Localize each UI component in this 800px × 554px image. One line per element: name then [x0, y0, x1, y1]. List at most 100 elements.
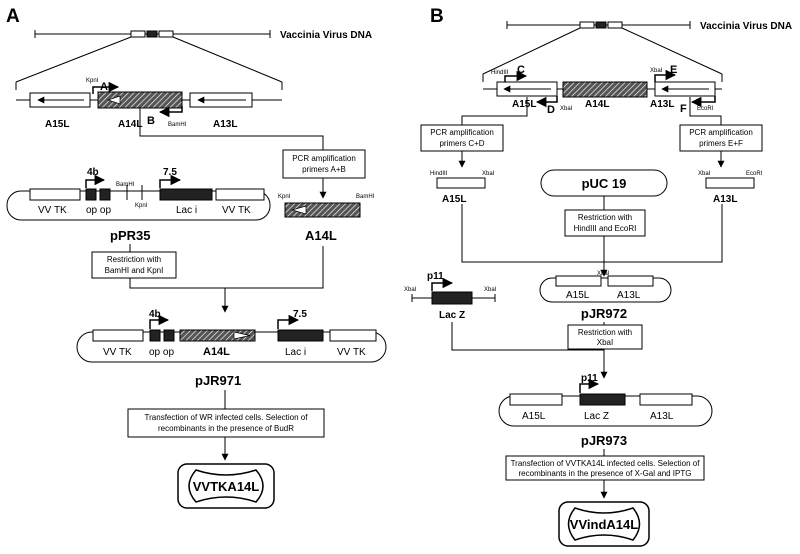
a14l-insert-fragment	[284, 202, 361, 218]
primer-a-label: A	[100, 81, 108, 93]
site-ecori-b: EcoRI	[697, 106, 714, 112]
pcr-box-left-b: PCR amplification primers C+D	[420, 124, 504, 152]
site-xbai-b-right: XbaI	[650, 68, 663, 74]
restriction-box-a-line2: BamHI and KpnI	[105, 266, 164, 275]
restriction1-box-b-line1: Restriction with	[578, 213, 632, 222]
pjr972-xbai: XbaI	[597, 271, 610, 277]
insert-kpni-site: KpnI	[278, 194, 291, 200]
lacz-label: Lac Z	[439, 310, 465, 321]
site-hindiii-b: HindIII	[491, 70, 509, 76]
pjr971-vvtk-left: VV TK	[103, 347, 132, 358]
fragment-a15l-label: A15L	[442, 194, 466, 205]
panel-b-label: B	[430, 6, 444, 27]
pjr972-name: pJR972	[581, 306, 627, 321]
site-bamhi-a: BamHI	[168, 122, 187, 128]
pjr972-a15l: A15L	[566, 290, 590, 301]
primer-c-label: C	[517, 64, 525, 76]
frag-left-xbai: XbaI	[482, 171, 495, 177]
pjr972-a13l: A13L	[617, 290, 641, 301]
restriction2-box-b: Restriction with XbaI	[567, 324, 643, 350]
pcr-box-a-line1: PCR amplification	[292, 154, 356, 163]
gene-a14l-b	[562, 81, 648, 98]
panel-a-label: A	[6, 6, 20, 27]
plasmid-pjr973	[498, 378, 713, 427]
vaccinia-dna-label-b: Vaccinia Virus DNA	[700, 21, 792, 32]
primer-e-label: E	[670, 64, 677, 76]
zoom-line-left-b	[482, 27, 581, 75]
lacz-p11: p11	[427, 271, 444, 282]
pcr-box-right-b: PCR amplification primers E+F	[679, 124, 763, 152]
transfection-box-b-line2: recombinants in the presence of X-Gal an…	[519, 469, 692, 478]
pjr971-laci: Lac i	[285, 347, 306, 358]
connector-to-pcr-left-b	[461, 97, 528, 125]
result-virus-a	[177, 463, 275, 509]
primer-b-label: B	[147, 115, 155, 127]
pjr971-a14l: A14L	[203, 346, 230, 358]
pjr971-promoter-4b: 4b	[149, 309, 161, 320]
connector-merge-a	[129, 246, 324, 289]
site-kpni-a: KpnI	[86, 78, 99, 84]
pcr-box-right-b-line2: primers E+F	[699, 139, 743, 148]
promoter-4b-arrow	[85, 174, 106, 188]
lacz-xbai-left: XbaI	[404, 287, 417, 293]
pjr971-promoter-75-arrow	[277, 314, 300, 329]
plasmid-pjr972	[539, 275, 672, 303]
insert-a14l-label: A14L	[305, 228, 337, 243]
site-xbai-b-left: XbaI	[560, 106, 573, 112]
frag-left-hindiii: HindIII	[430, 171, 448, 177]
frag-right-xbai: XbaI	[698, 171, 711, 177]
result-virus-a-label: VVTKA14L	[193, 479, 260, 494]
connector-merge-b	[461, 204, 723, 263]
pjr973-p11-arrow	[579, 378, 600, 393]
restriction-box-a: Restriction with BamHI and KpnI	[91, 251, 177, 279]
ppr35-vvtk-left: VV TK	[38, 205, 67, 216]
pcr-box-a-line2: primers A+B	[302, 165, 346, 174]
transfection-box-b-line1: Transfection of VVTKA14L infected cells.…	[511, 459, 701, 468]
ppr35-promoter-4b: 4b	[87, 167, 99, 178]
restriction1-box-b-line2: HindIII and EcoRI	[574, 224, 637, 233]
gene-a13l-label-b: A13L	[650, 99, 674, 110]
plasmid-pjr971	[76, 314, 387, 363]
pjr971-name: pJR971	[195, 373, 241, 388]
pjr971-promoter-4b-arrow	[149, 314, 170, 329]
connector-lacz	[451, 322, 604, 351]
fragment-a15l-b	[436, 177, 486, 189]
puc19-label: pUC 19	[582, 176, 627, 191]
vaccinia-dna-label-a: Vaccinia Virus DNA	[280, 30, 372, 41]
zoom-line-left-a	[15, 36, 132, 83]
connector-gene-to-pcr-a	[139, 108, 324, 150]
frag-right-ecori: EcoRI	[746, 171, 763, 177]
pcr-box-left-b-line1: PCR amplification	[430, 128, 494, 137]
ppr35-laci: Lac i	[176, 205, 197, 216]
result-virus-b-label: VVindA14L	[570, 517, 638, 532]
transfection-box-b: Transfection of VVTKA14L infected cells.…	[505, 455, 705, 481]
ppr35-promoter-75: 7.5	[163, 167, 177, 178]
restriction-box-a-line1: Restriction with	[107, 255, 161, 264]
connector-to-pcr-right-b	[689, 97, 722, 125]
pjr973-name: pJR973	[581, 433, 627, 448]
zoom-line-right-a	[172, 36, 283, 83]
primer-b-arrow	[158, 106, 183, 118]
plasmid-ppr35	[6, 174, 271, 221]
primer-c-arrow	[504, 70, 528, 82]
pjr971-vvtk-right: VV TK	[337, 347, 366, 358]
transfection-box-a-line2: recombinants in the presence of BudR	[158, 424, 294, 433]
result-virus-b	[558, 501, 650, 547]
pjr973-lacz: Lac Z	[584, 411, 609, 422]
gene-a14l-label-b: A14L	[585, 99, 609, 110]
pcr-box-right-b-line1: PCR amplification	[689, 128, 753, 137]
gene-map-b	[483, 69, 722, 108]
zoom-line-right-b	[621, 27, 723, 75]
gene-a14l-label-a: A14L	[118, 119, 142, 130]
primer-f-label: F	[680, 103, 687, 115]
primer-d-label: D	[547, 104, 555, 116]
pjr971-promoter-75: 7.5	[293, 309, 307, 320]
restriction1-box-b: Restriction with HindIII and EcoRI	[564, 209, 646, 237]
transfection-box-a: Transfection of WR infected cells. Selec…	[127, 408, 325, 438]
gene-a15l-label-b: A15L	[512, 99, 536, 110]
restriction2-box-b-line1: Restriction with	[578, 328, 632, 337]
pjr973-p11: p11	[581, 373, 598, 384]
ppr35-bamhi: BamHI	[116, 182, 135, 188]
primer-e-arrow	[654, 69, 677, 82]
